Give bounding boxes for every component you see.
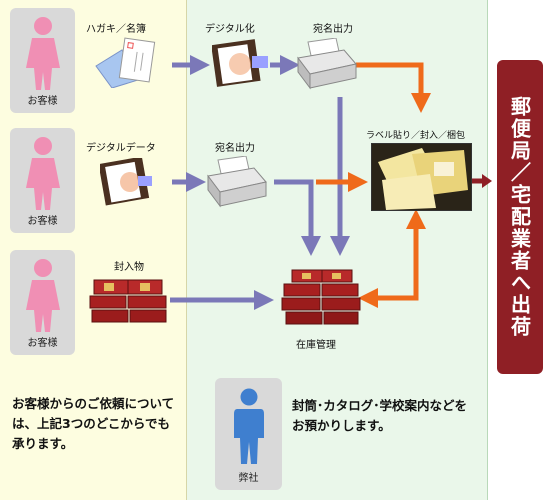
postcard-list-label: ハガキ／名簿 xyxy=(86,24,146,35)
labeling-photo xyxy=(371,143,472,211)
purple-flow-lines xyxy=(170,55,350,310)
labeling-label: ラベル貼り／封入／梱包 xyxy=(366,131,466,141)
inventory-books-icon xyxy=(281,269,361,325)
address-print-label-1: 宛名出力 xyxy=(313,24,353,35)
customer-figure-icon xyxy=(25,17,60,90)
envelopes-photo-icon xyxy=(372,144,471,210)
customer-label: お客様 xyxy=(27,216,58,227)
customer-figure-icon xyxy=(25,259,60,332)
company-note: 封筒･カタログ･学校案内などをお預かりします。 xyxy=(292,398,468,433)
customer-box-1: お客様 xyxy=(10,8,75,113)
shipping-destination-label: 郵便局／宅配業者へ出荷 xyxy=(507,96,532,338)
postcard-icon xyxy=(95,37,156,88)
customer-box-2: お客様 xyxy=(10,128,75,233)
digitize-label: デジタル化 xyxy=(205,24,255,35)
address-print-label-2: 宛名出力 xyxy=(215,143,255,154)
books-stack-icon xyxy=(89,279,167,323)
customer-label: お客様 xyxy=(27,96,58,107)
digital-data-label: デジタルデータ xyxy=(86,143,156,154)
customer-box-3: お客様 xyxy=(10,250,75,355)
inventory-label: 在庫管理 xyxy=(296,340,336,351)
customer-label: お客様 xyxy=(27,338,58,349)
arrow-print2-to-inventory xyxy=(274,179,321,256)
floppy-disk-icon xyxy=(100,158,152,206)
customer-figure-icon xyxy=(25,137,60,210)
company-figure-icon xyxy=(233,388,264,464)
digitize-disk-icon xyxy=(212,39,268,87)
company-box: 弊社 xyxy=(215,378,282,490)
customer-note: お客様からのご依頼については、上記3つのどこからでも承ります。 xyxy=(12,396,175,451)
arrow-inventory-to-labeling xyxy=(370,209,426,301)
shipping-destination: 郵便局／宅配業者へ出荷 xyxy=(497,60,543,374)
arrow-print1-to-labeling xyxy=(356,62,431,113)
printer-icon xyxy=(297,38,357,90)
printer-icon xyxy=(207,156,267,208)
company-label: 弊社 xyxy=(238,473,259,484)
orange-flow-lines xyxy=(316,62,431,308)
enclosures-label: 封入物 xyxy=(114,262,144,273)
